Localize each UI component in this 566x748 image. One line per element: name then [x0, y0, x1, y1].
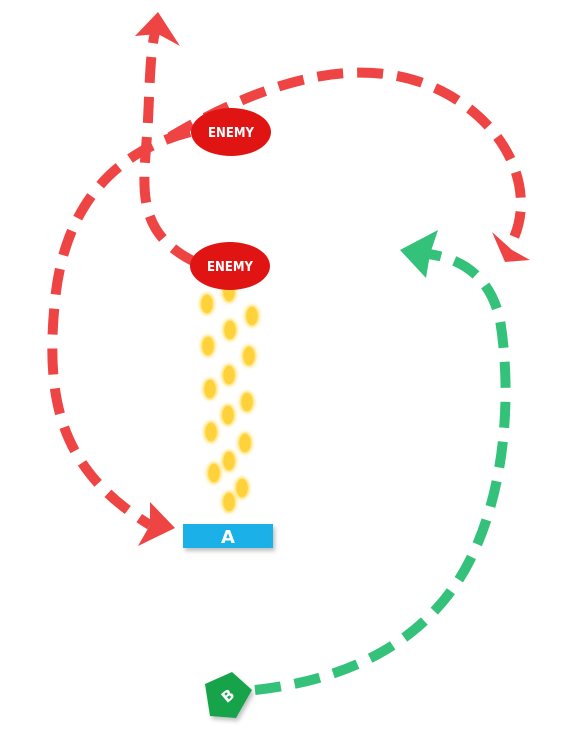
bullet-icon	[221, 364, 237, 386]
bullet-icon	[221, 491, 237, 513]
bullet-icon	[206, 462, 222, 484]
bullet-icon	[202, 378, 218, 400]
arrow-head-icon	[400, 230, 438, 278]
enemy-lower: ENEMY	[190, 242, 270, 290]
arrow-head-icon	[135, 12, 180, 46]
enemy-upper-label: ENEMY	[208, 126, 254, 141]
ally-path-b	[254, 249, 511, 695]
bullet-icon	[203, 421, 219, 443]
bullet-icon	[221, 450, 237, 472]
bullet-icon	[220, 404, 236, 426]
arrow-head-icon	[138, 502, 175, 546]
marker-a: A	[183, 524, 273, 548]
bullet-stream	[199, 281, 260, 513]
arrow-head-icon	[492, 232, 530, 262]
enemy-lower-label: ENEMY	[207, 260, 253, 275]
enemy-path-to-a	[47, 127, 192, 530]
enemy-path-loop-right	[167, 67, 526, 245]
bullet-icon	[239, 391, 255, 413]
bullet-icon	[234, 477, 250, 499]
bullet-icon	[244, 305, 260, 327]
enemy-upper: ENEMY	[191, 108, 271, 156]
bullet-icon	[237, 432, 253, 454]
enemy-path-upward	[139, 30, 198, 267]
marker-b: B	[205, 672, 252, 718]
bullet-icon	[241, 345, 257, 367]
bullet-icon	[200, 335, 216, 357]
bullet-icon	[199, 293, 215, 315]
marker-a-label: A	[221, 527, 235, 548]
bullet-icon	[222, 319, 238, 341]
